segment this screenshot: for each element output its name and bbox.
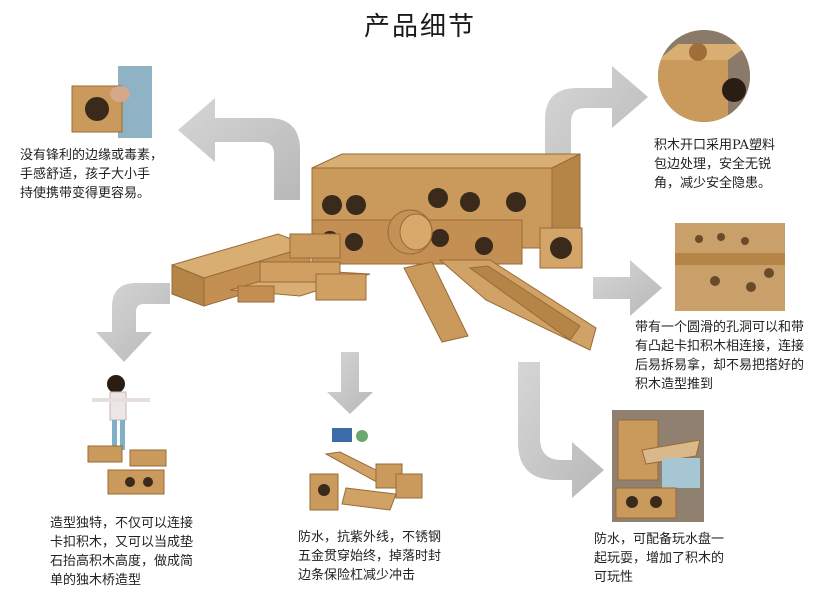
slides (403, 259, 597, 351)
caption-line: 积木开口采用PA塑料 (654, 138, 775, 153)
page-title: 产品细节 (363, 12, 476, 42)
caption-line: 持使携带变得更容易。 (20, 186, 151, 201)
arrow-left-down (96, 283, 170, 362)
photo-holes-closeup (675, 223, 785, 311)
arrow-right (593, 260, 662, 316)
caption-line: 带有一个圆滑的孔洞可以和带 (635, 320, 805, 335)
arrow-center-down (327, 352, 373, 414)
caption-line: 手感舒适，孩子大小手 (20, 167, 151, 182)
caption-line: 防水，抗紫外线，不锈钢 (298, 530, 442, 545)
caption-line: 可玩性 (594, 570, 634, 585)
caption-mid-right: 带有一个圆滑的孔洞可以和带 有凸起卡扣积木相连接，连接 后易拆易拿，却不易把搭好… (635, 318, 804, 394)
caption-bottom-center: 防水，抗紫外线，不锈钢 五金贯穿始终，掉落时封 边条保险杠减少冲击 (298, 528, 441, 585)
caption-line: 起玩耍，增加了积木的 (594, 551, 725, 566)
arrow-top-left (178, 98, 300, 200)
caption-line: 防水，可配备玩水盘一 (594, 532, 725, 547)
arrow-bottom-right (518, 362, 604, 498)
block-stack (311, 153, 583, 269)
planks (170, 233, 371, 307)
caption-bottom-right: 防水，可配备玩水盘一 起玩耍，增加了积木的 可玩性 (594, 530, 724, 587)
caption-line: 造型独特，不仅可以连接 (50, 516, 194, 531)
caption-line: 五金贯穿始终，掉落时封 (298, 549, 442, 564)
photo-child-balancing (84, 372, 174, 502)
caption-line: 单的独木桥造型 (50, 573, 142, 588)
caption-line: 卡扣积木，又可以当成垫 (50, 535, 194, 550)
photo-marble-run (306, 424, 426, 520)
caption-line: 有凸起卡扣积木相连接，连接 (635, 339, 805, 354)
caption-line: 边条保险杠减少冲击 (298, 568, 416, 583)
caption-top-left: 没有锋利的边缘或毒素， 手感舒适，孩子大小手 持使携带变得更容易。 (20, 146, 163, 203)
product-illustration (170, 153, 597, 351)
photo-water-play (612, 410, 704, 522)
caption-line: 角，减少安全隐患。 (654, 176, 772, 191)
caption-line: 石抬高积木高度，做成简 (50, 554, 194, 569)
photo-edge-closeup (658, 30, 750, 122)
caption-line: 积木造型推到 (635, 377, 714, 392)
caption-line: 后易拆易拿，却不易把搭好的 (635, 358, 805, 373)
caption-top-right: 积木开口采用PA塑料 包边处理，安全无锐 角，减少安全隐患。 (654, 136, 775, 193)
caption-bottom-left: 造型独特，不仅可以连接 卡扣积木，又可以当成垫 石抬高积木高度，做成简 单的独木… (50, 514, 193, 590)
caption-line: 包边处理，安全无锐 (654, 157, 772, 172)
caption-line: 没有锋利的边缘或毒素， (20, 148, 164, 163)
photo-hand-holding-block (68, 66, 152, 138)
